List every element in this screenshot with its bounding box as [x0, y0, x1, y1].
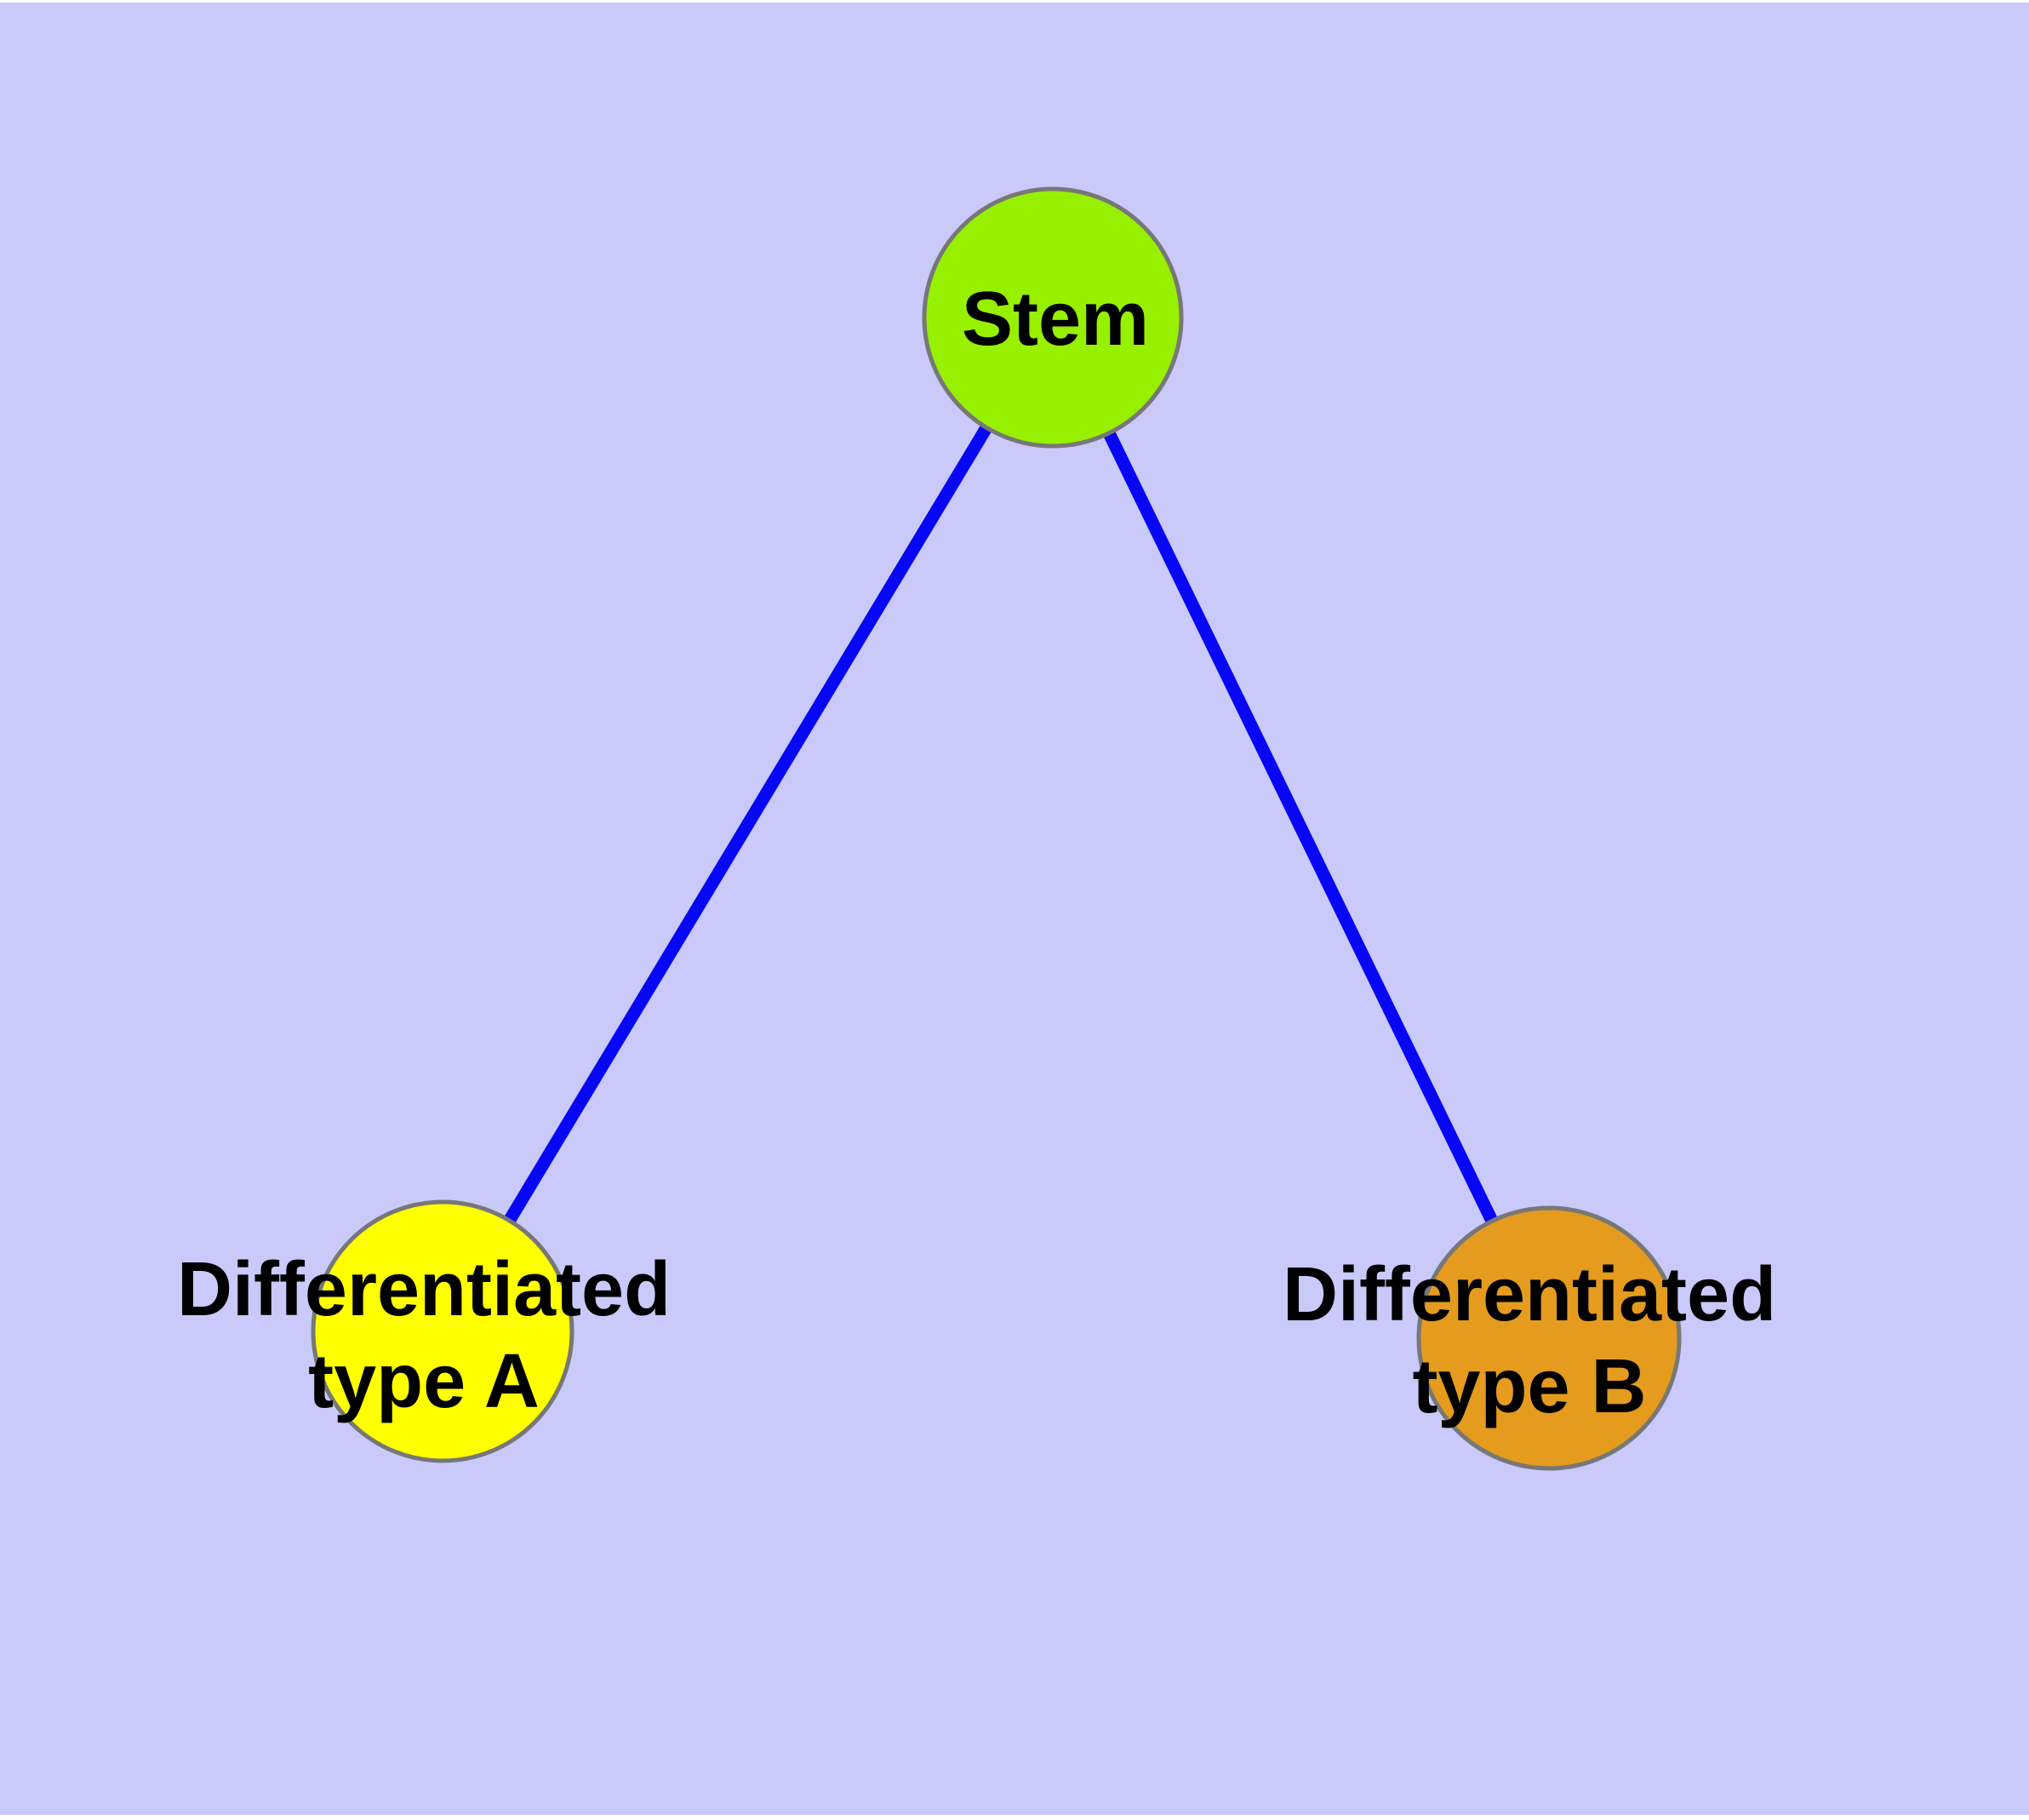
type-b-label-line-1: Differentiated — [1282, 1252, 1777, 1337]
edge-stem-to-type-a — [437, 314, 1059, 1335]
edge-stem-to-type-b — [1047, 314, 1555, 1342]
type-b-label-line-2: type B — [1412, 1344, 1647, 1429]
differentiated-type-a-node-circle — [311, 1199, 574, 1463]
differentiated-type-a-node-label: Differentiated type A — [177, 1244, 671, 1428]
type-a-label-line-2: type A — [308, 1339, 540, 1424]
stem-node-label: Stem — [962, 273, 1149, 365]
type-a-label-line-1: Differentiated — [176, 1247, 672, 1332]
differentiated-type-b-node-circle — [1416, 1205, 1682, 1471]
stem-node-label-text: Stem — [961, 277, 1150, 362]
differentiated-type-b-node-label: Differentiated type B — [1283, 1249, 1776, 1433]
stem-node-circle — [922, 186, 1184, 449]
